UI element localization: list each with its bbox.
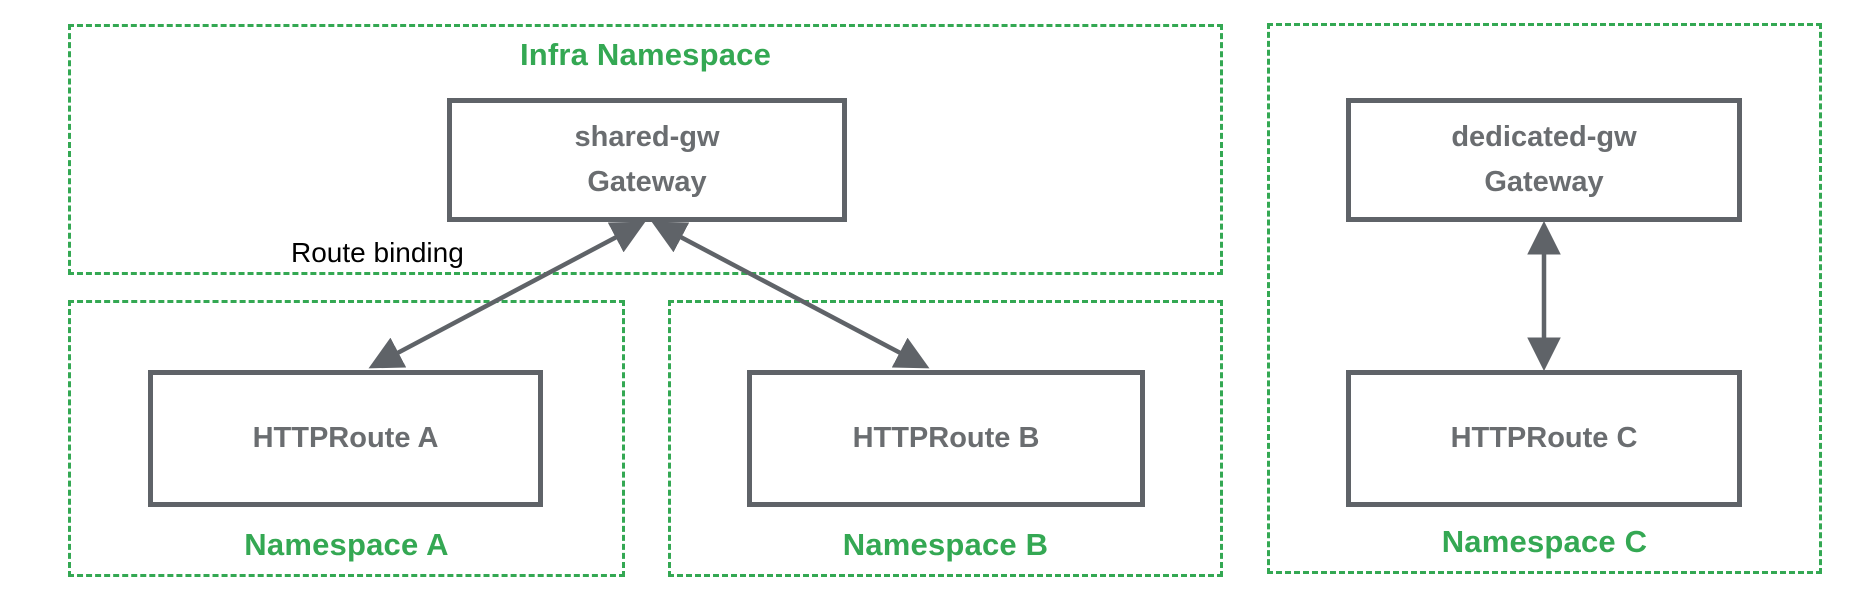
namespace-infra-label: Infra Namespace (519, 37, 772, 72)
node-httproute-b-name: HTTPRoute B (852, 422, 1040, 454)
namespace-a-label: Namespace A (244, 527, 449, 562)
node-httproute-a-name: HTTPRoute A (252, 422, 439, 454)
node-httproute-c: HTTPRoute C (1346, 370, 1742, 507)
node-httproute-c-name: HTTPRoute C (1450, 422, 1638, 454)
namespace-infra-box: Infra Namespace (68, 24, 1223, 275)
node-dedicated-gw-kind: Gateway (1484, 166, 1604, 198)
node-shared-gw-gateway: shared-gw Gateway (447, 98, 847, 222)
node-shared-gw-kind: Gateway (587, 166, 707, 198)
route-binding-label: Route binding (291, 237, 464, 268)
arrow-route-b-to-shared-gw (651, 221, 930, 369)
node-dedicated-gw-name: dedicated-gw (1451, 121, 1637, 153)
namespace-c-box: Namespace C (1267, 23, 1822, 574)
namespace-a-box: Namespace A (68, 300, 625, 577)
node-shared-gw-name: shared-gw (574, 121, 720, 153)
namespace-b-label: Namespace B (842, 527, 1049, 562)
node-httproute-a: HTTPRoute A (148, 370, 543, 507)
node-httproute-b: HTTPRoute B (747, 370, 1145, 507)
node-dedicated-gw-gateway: dedicated-gw Gateway (1346, 98, 1742, 222)
namespace-c-label: Namespace C (1441, 524, 1648, 559)
arrow-route-a-to-shared-gw (368, 221, 646, 369)
namespace-b-box: Namespace B (668, 300, 1223, 577)
